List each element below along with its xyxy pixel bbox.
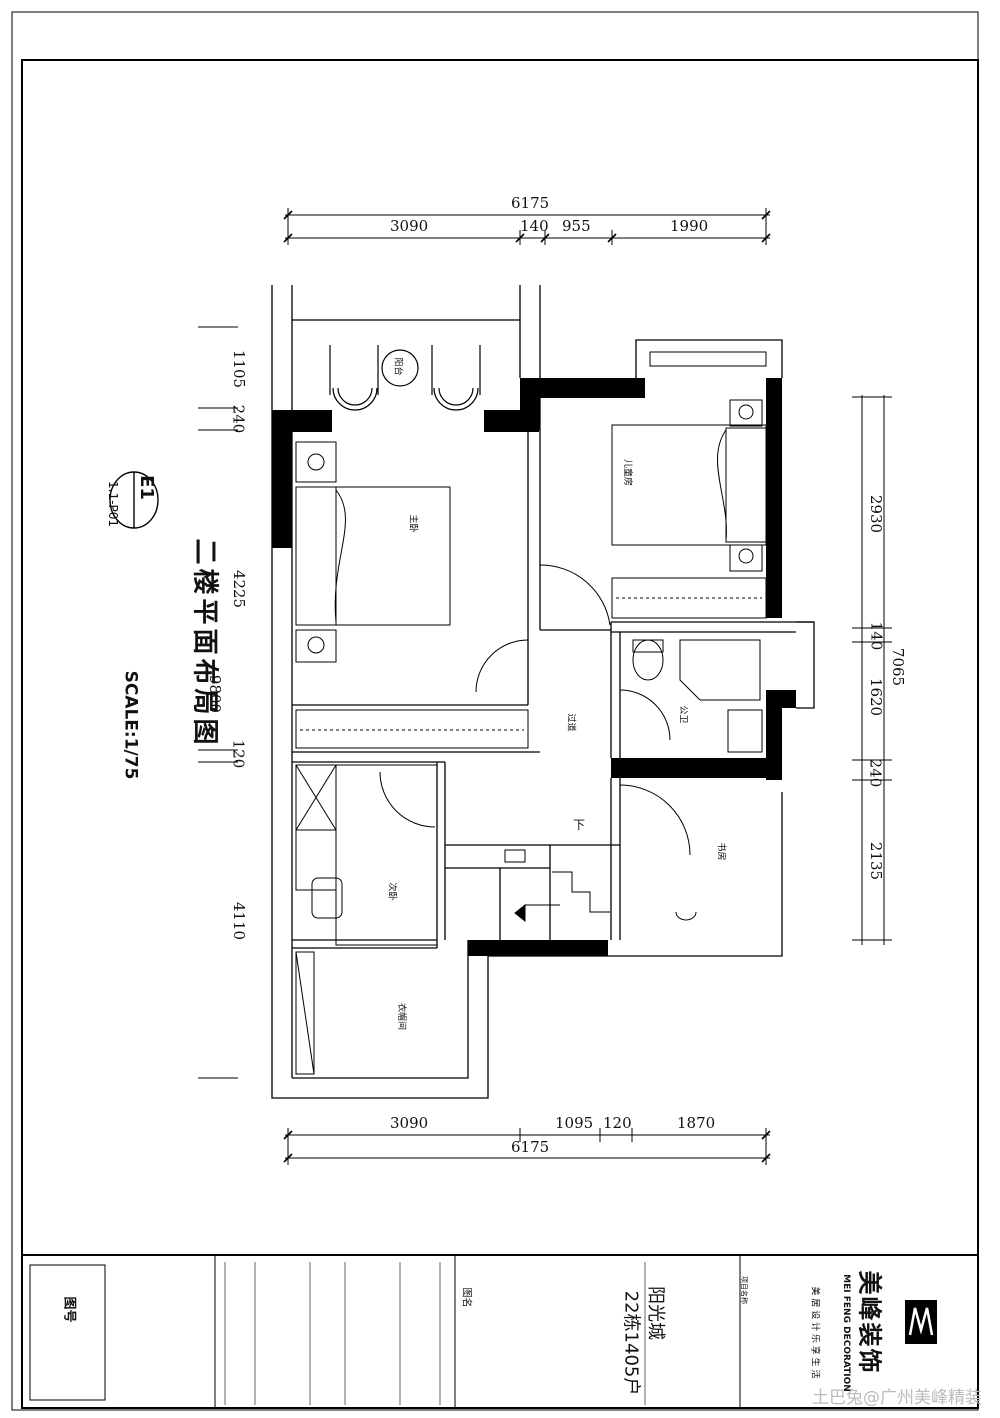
company-name: 美峰装饰: [855, 1270, 884, 1375]
dim-left-seg-2: 240: [229, 404, 248, 434]
dim-right-seg-1: 2930: [867, 494, 886, 534]
dim-right-seg-5: 2135: [867, 841, 886, 881]
dimension-lines: [198, 208, 892, 1165]
room-public-bath: 公卫: [677, 705, 688, 724]
room-study: 书房: [715, 842, 726, 861]
outer-frame: [11, 11, 979, 1411]
drawing-title: 二楼平面布局图: [189, 538, 220, 749]
dim-top-seg-1: 3090: [390, 217, 429, 235]
project-unit: 22栋1405户: [620, 1290, 642, 1396]
company-english: MEI FENG DECORATION: [840, 1274, 851, 1392]
room-cloakroom: 衣帽间: [396, 1002, 407, 1031]
dim-bottom-seg-2: 1095: [555, 1114, 594, 1132]
balcony-fixtures: [329, 345, 481, 411]
dim-top-total: 6175: [511, 194, 550, 212]
dim-top-seg-2: 140: [520, 217, 549, 235]
inner-frame: [21, 59, 979, 1409]
company-slogan: 美 居 设 计 乐 享 生 活: [809, 1286, 820, 1379]
drawing-no-label: 图号: [61, 1296, 77, 1323]
master-bed: [295, 441, 529, 749]
kids-bed: [539, 351, 767, 626]
project-name: 阳光城: [645, 1286, 666, 1340]
dim-left-seg-5: 4110: [230, 901, 249, 941]
dim-bottom-seg-3: 120: [603, 1114, 632, 1132]
room-master-bedroom: 主卧: [407, 514, 418, 533]
dim-top-seg-4: 1990: [670, 217, 709, 235]
drawing-title-label: 图名: [460, 1287, 472, 1308]
dim-left-seg-4: 120: [229, 739, 248, 769]
room-balcony: 阳台: [392, 357, 403, 376]
stair-down-label: 下: [573, 818, 586, 832]
dimension-ticks: [283, 210, 771, 1163]
room-corridor: 过道: [565, 713, 576, 732]
lower-rooms: [295, 764, 697, 1075]
dim-right-seg-4: 240: [866, 758, 885, 788]
stairs: [514, 871, 610, 923]
callout-bubble: [109, 471, 159, 529]
dim-right-total: 7065: [889, 647, 908, 687]
room-kids: 儿童房: [622, 458, 633, 487]
walls-solid: [272, 378, 796, 956]
dim-right-seg-3: 1620: [867, 677, 886, 717]
watermark: 土巴兔@广州美峰精装: [812, 1388, 982, 1408]
walls-outline: [271, 285, 815, 1099]
dim-left-seg-3: 4225: [230, 569, 249, 609]
dim-bottom-seg-4: 1870: [677, 1114, 716, 1132]
callout-ref: 1.1-P01: [105, 481, 120, 527]
company-logo: [905, 1300, 937, 1344]
bathroom-fixtures: [619, 639, 763, 753]
dim-bottom-total: 6175: [511, 1138, 550, 1156]
dim-right-seg-2: 140: [867, 621, 886, 651]
callout-id: E1: [135, 475, 157, 500]
drawing-scale: SCALE:1/75: [120, 670, 141, 780]
dim-bottom-seg-1: 3090: [390, 1114, 429, 1132]
room-second-bedroom: 次卧: [386, 882, 397, 901]
dim-top-seg-3: 955: [562, 217, 591, 235]
title-block-grid: [224, 1262, 646, 1405]
project-label: 项目名称: [740, 1276, 748, 1304]
dim-left-seg-1: 1105: [230, 349, 249, 389]
